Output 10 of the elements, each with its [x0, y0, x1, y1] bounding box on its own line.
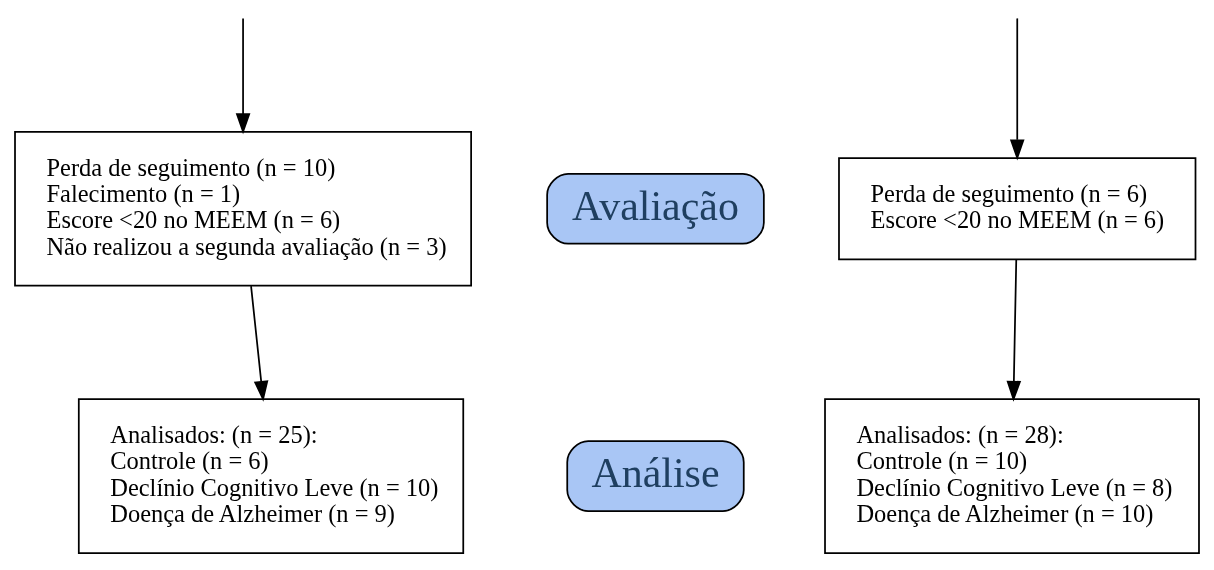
node-box: Analisados: (n = 28): Controle (n = 10) Declínio Cognitivo Leve (n = 8) Doença de Alzheimer (n = 10) [824, 398, 1200, 554]
arrow [1006, 258, 1022, 402]
arrow [250, 285, 269, 402]
node-box: Perda de seguimento (n = 10) Falecimento (n = 1) Escore <20 no MEEM (n = 6) Não realizou a segunda avaliação (n = 3) [14, 130, 472, 287]
node-box: Analisados: (n = 25): Controle (n = 6) Declínio Cognitivo Leve (n = 10) Doença de Alzheimer (n = 9) [77, 398, 465, 554]
node-box: Avaliação [546, 172, 765, 245]
node-box: Perda de seguimento (n = 6) Escore <20 no MEEM (n = 6) [838, 157, 1197, 261]
arrow [235, 17, 251, 135]
node-box: Análise [566, 440, 745, 512]
arrow [1009, 17, 1025, 161]
